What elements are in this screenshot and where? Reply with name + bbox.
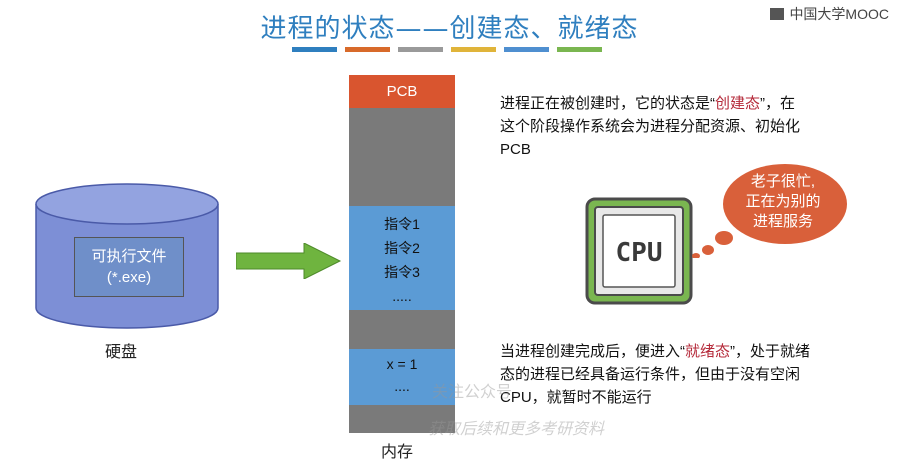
- memory-label: 内存: [381, 444, 414, 461]
- color-bar-segment: [398, 47, 443, 52]
- bubble-line: 老子很忙,: [750, 173, 816, 190]
- cpu-chip-label: CPU: [616, 238, 663, 268]
- color-bar-segment: [345, 47, 390, 52]
- instruction-line: 指令3: [384, 264, 420, 280]
- file-name: 可执行文件: [91, 248, 167, 265]
- para2-text: ”，处于就绪态的进程已经具备运行条件，但由于没有空闲CPU，就暂时不能运行: [500, 343, 811, 406]
- title-color-bar: [292, 47, 602, 52]
- data-line: x = 1: [386, 356, 418, 372]
- instruction-line: 指令1: [384, 216, 420, 232]
- memory-block: PCB 指令1 指令2 指令3 ..... x = 1 ....: [349, 75, 455, 433]
- thought-bubble-icon: [692, 164, 847, 258]
- instruction-line: 指令2: [384, 240, 420, 256]
- slide-title: 进程的状态——创建态、就绪态: [260, 14, 639, 44]
- logo-text: 中国大学MOOC: [789, 6, 889, 22]
- disk-label: 硬盘: [105, 344, 138, 361]
- ready-state-term: 就绪态: [685, 343, 731, 360]
- instruction-line: .....: [392, 288, 412, 304]
- logo-icon: [770, 8, 785, 20]
- color-bar-segment: [292, 47, 337, 52]
- data-segment: x = 1 ....: [349, 349, 455, 405]
- pcb-segment: PCB: [349, 75, 455, 108]
- para2-text: 当进程创建完成后，便进入“: [500, 343, 685, 360]
- para1-text: 进程正在被创建时，它的状态是“: [500, 95, 715, 112]
- bubble-line: 正在为别的: [745, 193, 821, 210]
- bubble-line: 进程服务: [752, 213, 813, 230]
- data-line: ....: [394, 378, 410, 394]
- color-bar-segment: [504, 47, 549, 52]
- cpu-chip-icon: CPU: [585, 197, 693, 305]
- color-bar-segment: [557, 47, 602, 52]
- executable-file-box: 可执行文件 (*.exe): [74, 237, 184, 297]
- instructions-segment: 指令1 指令2 指令3 .....: [349, 206, 455, 310]
- color-bar-segment: [451, 47, 496, 52]
- creation-state-description: 进程正在被创建时，它的状态是“创建态”，在这个阶段操作系统会为进程分配资源、初始…: [500, 92, 800, 161]
- watermark-line: 关注公众号: [432, 384, 513, 401]
- thought-bubble-text: 老子很忙, 正在为别的 进程服务: [733, 172, 833, 232]
- file-extension: (*.exe): [106, 269, 152, 286]
- creation-state-term: 创建态: [715, 95, 761, 112]
- mooc-logo: 中国大学MOOC: [770, 4, 889, 24]
- para1-text: ”，在这个阶段操作系统会为进程分配资源、初始化PCB: [500, 95, 801, 158]
- watermark-line: 获取后续和更多考研资料: [428, 421, 605, 438]
- ready-state-description: 当进程创建完成后，便进入“就绪态”，处于就绪态的进程已经具备运行条件，但由于没有…: [500, 340, 820, 409]
- load-arrow-icon: [236, 243, 342, 279]
